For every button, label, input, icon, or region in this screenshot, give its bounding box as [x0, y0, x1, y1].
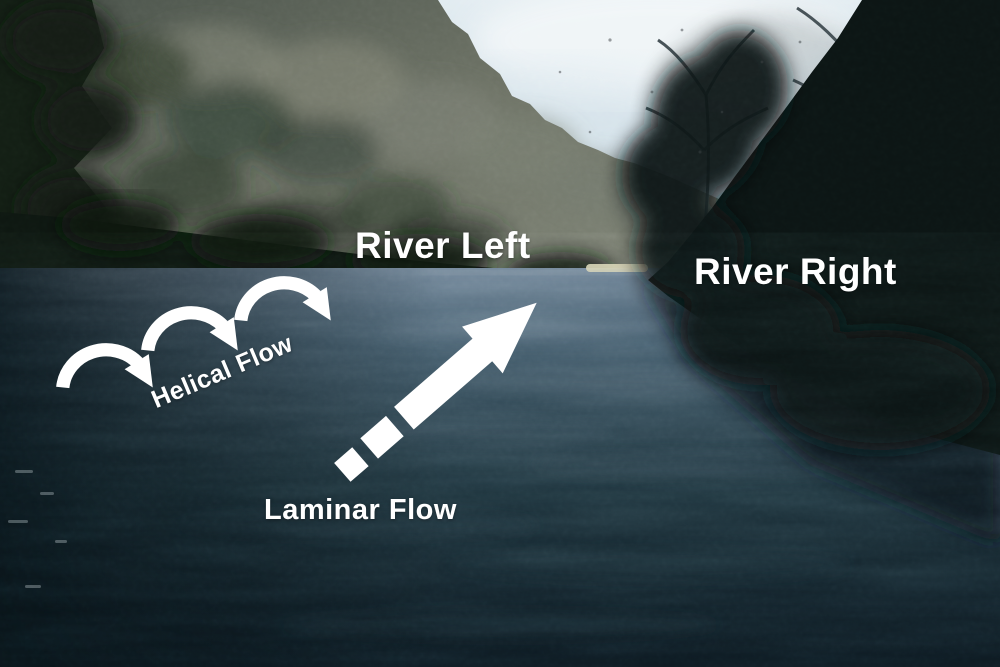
- helical-flow-arc-arrow-icon-3: [241, 283, 343, 328]
- helical-flow-label: Helical Flow: [147, 329, 297, 414]
- river-right-label: River Right: [694, 251, 897, 292]
- river-left-label: River Left: [355, 225, 531, 266]
- laminar-flow-label: Laminar Flow: [264, 494, 457, 526]
- laminar-flow-arrow-icon: [334, 302, 537, 482]
